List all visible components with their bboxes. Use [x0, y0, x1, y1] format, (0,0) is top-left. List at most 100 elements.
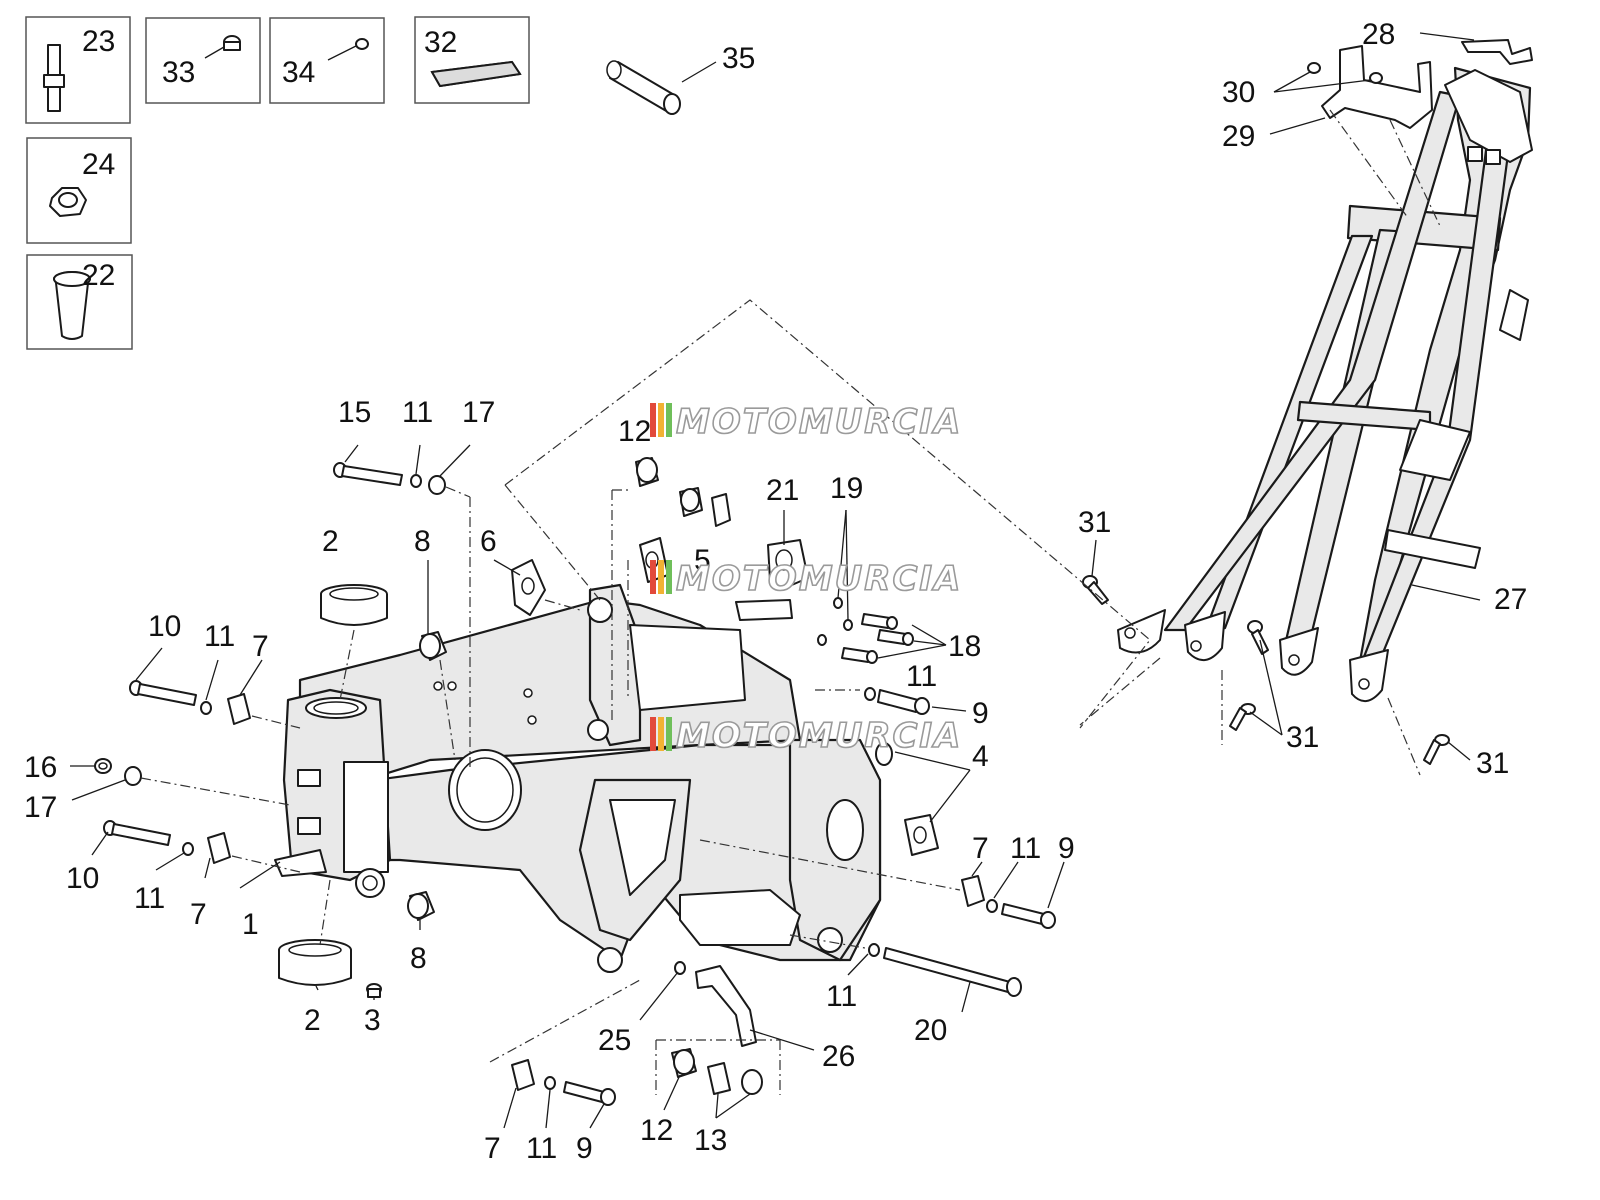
callout-28: 28	[1362, 18, 1395, 51]
callout-20: 20	[914, 1014, 947, 1047]
mount-plate-part-6	[511, 559, 546, 616]
washer-part-11-left-lower	[182, 842, 194, 856]
callout-7-right: 7	[972, 832, 989, 865]
block-part-7-right	[961, 875, 985, 907]
screw-part-30	[1273, 62, 1383, 93]
callout-22: 22	[82, 259, 115, 292]
nut-icon	[49, 187, 87, 217]
screw-part-19-b	[843, 619, 853, 631]
axle-bolt-part-20	[883, 947, 1022, 997]
screw-part-3	[366, 983, 382, 998]
callout-10-upper: 10	[148, 610, 181, 643]
callout-7-bottom: 7	[484, 1132, 501, 1165]
inset-box-part-32	[414, 16, 530, 104]
callout-8-lower: 8	[410, 942, 427, 975]
bushing-part-13-top	[679, 487, 703, 517]
callout-31-c: 31	[1476, 747, 1509, 780]
callout-2-upper: 2	[322, 525, 339, 558]
watermark-logo-2: MOTOMURCIA	[650, 558, 962, 600]
callout-31-b: 31	[1286, 721, 1319, 754]
callout-23: 23	[82, 25, 115, 58]
subframe-mount-lug-3	[1279, 627, 1319, 676]
callout-31-a: 31	[1078, 506, 1111, 539]
bolt-part-9-right-upper	[877, 689, 930, 715]
watermark-stripe-green	[666, 403, 672, 437]
callout-5: 5	[694, 544, 711, 577]
bolt-part-9-right-lower	[1001, 903, 1056, 929]
watermark-text: MOTOMURCIA	[676, 716, 962, 756]
rear-subframe-part-27	[1117, 66, 1533, 702]
spacer-part-12-top	[635, 457, 659, 487]
washer-part-11-right-upper	[864, 687, 876, 701]
callout-17-left: 17	[24, 791, 57, 824]
inset-box-part-33	[145, 17, 261, 104]
callout-13: 13	[694, 1124, 727, 1157]
callout-1: 1	[242, 908, 259, 941]
inset-box-part-23	[25, 16, 131, 124]
watermark-text: MOTOMURCIA	[676, 559, 962, 599]
spacer-part-4-a	[875, 742, 893, 766]
callout-18: 18	[948, 630, 981, 663]
callout-11-top: 11	[402, 396, 433, 429]
callout-9-bottom: 9	[576, 1132, 593, 1165]
bolt-part-31-d	[1423, 734, 1450, 765]
block-part-7-left-upper	[227, 693, 251, 725]
callout-11-right-lower: 11	[1010, 832, 1041, 865]
watermark-stripe-red	[650, 403, 656, 437]
bolt-part-31-c	[1229, 703, 1256, 731]
callout-26: 26	[822, 1040, 855, 1073]
callout-11-left-upper: 11	[204, 620, 235, 653]
subframe-mount-lug-4	[1349, 649, 1389, 702]
callout-11-axle: 11	[826, 980, 857, 1013]
main-frame-part-1	[274, 583, 882, 973]
callout-10-lower: 10	[66, 862, 99, 895]
inset-box-part-34	[269, 17, 385, 104]
callout-16: 16	[24, 751, 57, 784]
inset-box-part-22	[26, 254, 133, 350]
callout-35: 35	[722, 42, 755, 75]
callout-19: 19	[830, 472, 863, 505]
bolt-part-31-b	[1247, 620, 1269, 655]
callout-12-bottom: 12	[640, 1114, 673, 1147]
watermark-stripe-yellow	[658, 403, 664, 437]
callout-11-bottom: 11	[526, 1132, 557, 1165]
small-screw-icon	[327, 38, 369, 61]
bracket-part-26	[695, 965, 757, 1047]
washer-part-17-top	[428, 475, 446, 495]
washer-part-17-left	[124, 766, 142, 786]
screw-icon	[204, 35, 241, 59]
subframe-mount-lug-1	[1117, 609, 1166, 654]
block-part-7-bottom	[511, 1059, 535, 1091]
callout-33: 33	[162, 56, 195, 89]
nut-part-16	[94, 758, 112, 774]
callout-27: 27	[1494, 583, 1527, 616]
sleeve-part-35	[606, 60, 717, 115]
callout-11-left-lower: 11	[134, 882, 165, 915]
adhesive-pad-icon	[430, 60, 522, 88]
bolt-part-10-lower	[103, 820, 171, 846]
block-part-top	[711, 493, 731, 527]
callout-numbers: 23 33 34 3 2 24 22 35 28 30 2 9 27 31 31 3…	[24, 18, 1527, 1165]
callout-30: 30	[1222, 76, 1255, 109]
spacer-part-8-lower	[407, 891, 435, 921]
screw-part-25	[674, 961, 686, 975]
washer-part-11-right-lower	[986, 899, 998, 913]
bolt-part-9-bottom	[563, 1081, 616, 1106]
bolt-part-31-a	[1082, 539, 1109, 605]
watermark-logo-3: MOTOMURCIA	[650, 715, 962, 757]
callout-34: 34	[282, 56, 315, 89]
washer-part-11-axle	[868, 943, 880, 957]
callout-3: 3	[364, 1004, 381, 1037]
spacer-part-4-b	[904, 814, 939, 856]
spacer-part-8-upper	[419, 631, 447, 661]
callout-9-right-lower: 9	[1058, 832, 1075, 865]
washer-part-11-bottom	[544, 1076, 556, 1090]
screw-part-19-a	[833, 597, 843, 609]
callout-17-top: 17	[462, 396, 495, 429]
bearing-part-2-lower	[278, 939, 352, 986]
callout-7-left-lower: 7	[190, 898, 207, 931]
callout-2-lower: 2	[304, 1004, 321, 1037]
watermark-logo-1: MOTOMURCIA	[650, 401, 961, 443]
callout-24: 24	[82, 148, 115, 181]
